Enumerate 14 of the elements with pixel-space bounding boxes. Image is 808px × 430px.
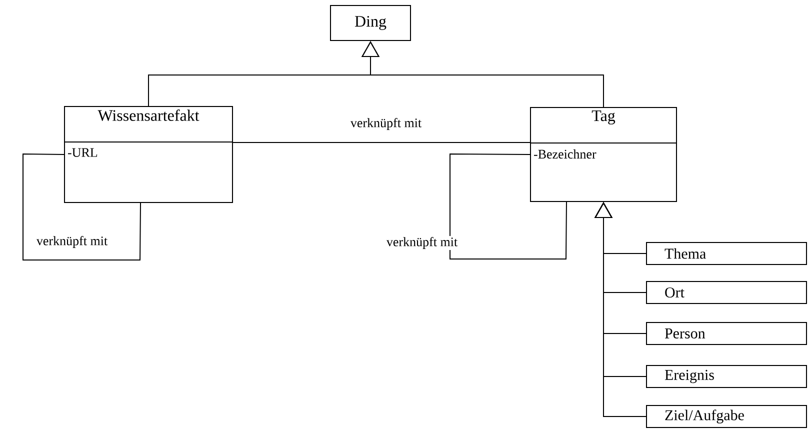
class-box: Tag -Bezeichner [530, 107, 678, 202]
class-box: Wissensartefakt -URL [64, 106, 234, 203]
edge-label: verknüpft mit [35, 235, 109, 249]
edge-label: verknüpft mit [349, 117, 423, 131]
association-line [22, 153, 141, 260]
association-line [232, 142, 530, 143]
class-box: Person [646, 322, 807, 345]
association-line [450, 154, 567, 260]
edge-label: verknüpft mit [385, 236, 459, 250]
class-box: Ort [646, 281, 807, 304]
class-box: Ding [330, 5, 411, 41]
class-box: Thema [646, 242, 807, 265]
class-box: Ereignis [646, 365, 807, 388]
class-box: Ziel/Aufgabe [646, 405, 807, 428]
